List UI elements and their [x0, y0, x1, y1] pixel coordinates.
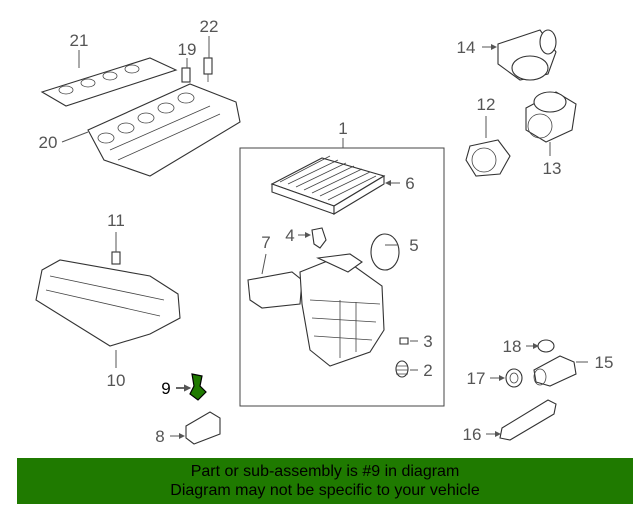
callout-6: 6	[405, 174, 414, 193]
part-9-clip[interactable]	[189, 373, 207, 401]
parts-diagram: 1 2 3 4 5 6 7 8 9 10 11 12 13 14 15 16 1…	[35, 17, 614, 446]
callout-12: 12	[477, 95, 496, 114]
part-3-clip[interactable]	[399, 337, 409, 345]
callout-18: 18	[503, 337, 522, 356]
part-22-sensor[interactable]	[203, 57, 213, 82]
callout-14: 14	[457, 38, 476, 57]
callout-10: 10	[107, 371, 126, 390]
callout-20: 20	[39, 133, 58, 152]
callout-11: 11	[107, 211, 125, 230]
part-11-bolt[interactable]	[111, 251, 121, 265]
part-10-engine-cover[interactable]	[35, 259, 181, 347]
part-4-clip[interactable]	[311, 227, 327, 249]
part-17-grommet[interactable]	[505, 368, 523, 388]
callout-22: 22	[200, 17, 219, 36]
part-6-air-filter[interactable]	[270, 155, 386, 215]
part-19-sensor[interactable]	[181, 67, 191, 83]
part-14-intake-boot[interactable]	[497, 29, 557, 81]
part-12-mass-air-flow-sensor[interactable]	[465, 139, 511, 177]
diagram-note-banner: Part or sub-assembly is #9 in diagram Di…	[17, 458, 633, 504]
callout-13: 13	[543, 159, 562, 178]
part-2-grommet[interactable]	[395, 360, 409, 378]
callout-19: 19	[178, 40, 197, 59]
callout-4: 4	[285, 226, 294, 245]
callout-1: 1	[338, 119, 347, 138]
callout-16: 16	[463, 425, 482, 444]
callout-8: 8	[155, 427, 164, 446]
assembly-box	[239, 147, 445, 407]
part-18-seal[interactable]	[537, 339, 555, 353]
banner-line-2: Diagram may not be specific to your vehi…	[170, 482, 480, 499]
callout-17: 17	[467, 369, 486, 388]
part-13-intake-hose[interactable]	[525, 91, 577, 143]
callout-9: 9	[161, 379, 170, 398]
callout-2: 2	[423, 361, 432, 380]
callout-5: 5	[409, 236, 418, 255]
part-20-intake-manifold[interactable]	[87, 83, 241, 177]
banner-line-1: Part or sub-assembly is #9 in diagram	[190, 463, 460, 480]
callout-21: 21	[70, 31, 89, 50]
part-15-idle-control-valve[interactable]	[533, 355, 577, 387]
part-16-bracket[interactable]	[499, 399, 557, 441]
callout-15: 15	[595, 353, 614, 372]
part-8-bracket[interactable]	[185, 411, 221, 445]
callout-7: 7	[261, 233, 270, 252]
part-21-gasket-set[interactable]	[40, 57, 178, 107]
callout-3: 3	[423, 332, 432, 351]
part-7-air-cleaner-housing[interactable]	[247, 253, 385, 367]
part-5-seal-ring[interactable]	[370, 233, 400, 271]
